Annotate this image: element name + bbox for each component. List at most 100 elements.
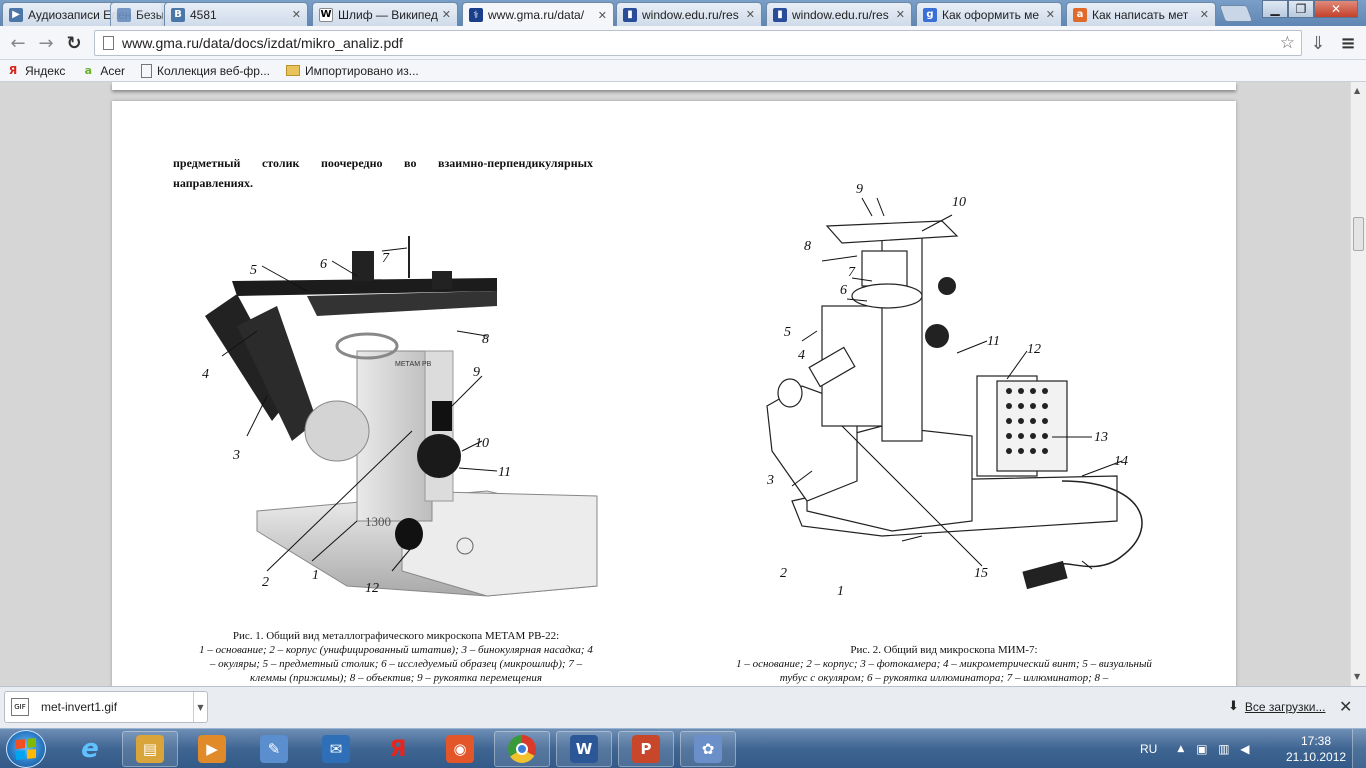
- fig1-label: 8: [482, 332, 489, 347]
- tab-answer[interactable]: a Как написать мет ✕: [1066, 2, 1216, 26]
- fig1-label: 3: [232, 448, 240, 463]
- tab-title: Шлиф — Википед: [338, 7, 438, 22]
- paint-tool-icon: ✎: [260, 735, 288, 763]
- intro-paragraph: предметный столик поочередно во взаимно-…: [173, 156, 593, 190]
- taskbar-paint-tool[interactable]: ✎: [246, 731, 302, 767]
- taskbar-media-player[interactable]: ▶: [184, 731, 240, 767]
- close-window-button[interactable]: ✕: [1314, 0, 1358, 18]
- vk-icon: ▶: [9, 7, 23, 22]
- taskbar-yandex[interactable]: Я: [370, 731, 426, 767]
- taskbar-chrome[interactable]: [494, 731, 550, 767]
- yandex-icon: Я: [8, 64, 18, 77]
- restore-button[interactable]: ❐: [1288, 0, 1314, 18]
- minimize-button[interactable]: ▁: [1262, 0, 1288, 18]
- fig1-label: 2: [262, 575, 269, 590]
- scrollbar-thumb[interactable]: [1353, 217, 1364, 251]
- answer-icon: a: [1073, 7, 1087, 22]
- bookmark-acer[interactable]: a Acer: [81, 64, 125, 78]
- tab-paint[interactable]: Безымянный - Paint: [110, 2, 170, 26]
- fig2-label: 8: [804, 239, 811, 254]
- start-button[interactable]: [6, 730, 46, 768]
- new-tab-button[interactable]: [1218, 5, 1254, 22]
- taskbar-ie[interactable]: e: [62, 731, 118, 767]
- taskbar-paint[interactable]: ✿: [680, 731, 736, 767]
- all-downloads-label: Все загрузки...: [1244, 699, 1326, 714]
- tab-title: Безымянный - Paint: [136, 7, 163, 22]
- close-icon[interactable]: ✕: [1339, 697, 1353, 716]
- system-tray: RU ▲ ▣ ▥ ◀: [1140, 729, 1262, 768]
- volume-icon[interactable]: ◀: [1240, 742, 1250, 756]
- close-icon[interactable]: ✕: [1199, 8, 1209, 21]
- tab-title: www.gma.ru/data/: [488, 8, 585, 22]
- back-arrow-icon[interactable]: ←: [10, 32, 26, 54]
- close-icon[interactable]: ✕: [597, 8, 607, 22]
- taskbar-camera-app[interactable]: ◉: [432, 731, 488, 767]
- scroll-down-icon[interactable]: ▼: [1354, 672, 1361, 681]
- ie-icon: e: [81, 734, 99, 764]
- figure-1-stamp: 1300: [365, 514, 391, 529]
- bookmark-label: Яндекс: [25, 63, 66, 78]
- tab-title: 4581: [190, 7, 217, 22]
- download-item[interactable]: GIF met-invert1.gif ▼: [4, 691, 208, 723]
- tab-gma-pdf[interactable]: ⚕ www.gma.ru/data/ ✕: [462, 2, 614, 27]
- taskbar-powerpoint[interactable]: P: [618, 731, 674, 767]
- tab-vk-4581[interactable]: B 4581 ✕: [164, 2, 308, 26]
- word-icon: W: [570, 735, 598, 763]
- figure-2-microscope-mim7: 9 10 8 7 6 5 4 11 12 13 14 3 2 1 15: [766, 182, 1143, 599]
- pdf-viewer[interactable]: предметный столик поочередно во взаимно-…: [0, 82, 1350, 686]
- show-desktop-button[interactable]: [1352, 729, 1366, 768]
- bookmark-yandex[interactable]: Я Яндекс: [6, 63, 66, 78]
- bookmark-web-collection[interactable]: Коллекция веб-фр...: [141, 63, 270, 78]
- show-hidden-icons-icon[interactable]: ▲: [1177, 744, 1185, 754]
- bookmark-label: Коллекция веб-фр...: [157, 63, 270, 78]
- download-bar: GIF met-invert1.gif ▼ ⬇ Все загрузки... …: [0, 686, 1366, 728]
- chrome-icon: [508, 735, 536, 763]
- browser-toolbar: ← → ↻ www.gma.ru/data/docs/izdat/mikro_a…: [0, 26, 1366, 60]
- close-icon[interactable]: ✕: [895, 8, 905, 21]
- star-icon[interactable]: ☆: [1279, 33, 1295, 53]
- tab-google[interactable]: g Как оформить ме ✕: [916, 2, 1062, 26]
- download-arrow-icon[interactable]: ⇓: [1310, 32, 1326, 54]
- clock-date: 21.10.2012: [1286, 750, 1347, 764]
- tab-edu-1[interactable]: ▮ window.edu.ru/res ✕: [616, 2, 762, 26]
- wrench-menu-icon[interactable]: ≡: [1340, 32, 1356, 54]
- gif-file-icon: GIF: [11, 698, 29, 716]
- fig2-label: 2: [780, 566, 787, 581]
- close-icon[interactable]: ✕: [1045, 8, 1055, 21]
- camera-app-icon: ◉: [446, 735, 474, 763]
- reload-icon[interactable]: ↻: [66, 32, 82, 54]
- paint-icon: [117, 7, 131, 22]
- close-icon[interactable]: ✕: [441, 8, 451, 21]
- close-icon[interactable]: ✕: [745, 8, 755, 21]
- edu-book-icon: ▮: [773, 7, 787, 22]
- taskbar-word[interactable]: W: [556, 731, 612, 767]
- forward-arrow-icon[interactable]: →: [38, 32, 54, 54]
- language-indicator[interactable]: RU: [1140, 742, 1158, 756]
- chevron-down-icon[interactable]: ▼: [193, 692, 207, 722]
- vertical-scrollbar[interactable]: ▲ ▼: [1350, 82, 1366, 686]
- figure-1-caption: Рис. 1. Общий вид металлографического ми…: [196, 629, 596, 685]
- bookmark-imported-folder[interactable]: Импортировано из...: [285, 64, 419, 78]
- tab-title: window.edu.ru/res: [792, 7, 889, 22]
- powerpoint-icon: P: [632, 735, 660, 763]
- figure-2-caption: Рис. 2. Общий вид микроскопа МИМ-7: 1 – …: [734, 643, 1154, 685]
- fig1-label: 9: [473, 365, 480, 380]
- figure-2-caption-body: 1 – основание; 2 – корпус; 3 – фотокамер…: [736, 658, 1152, 684]
- taskbar-explorer[interactable]: ▤: [122, 731, 178, 767]
- tab-title: Как написать мет: [1092, 7, 1189, 22]
- tab-edu-2[interactable]: ▮ window.edu.ru/res ✕: [766, 2, 912, 26]
- tray-app-icon[interactable]: ▣: [1196, 742, 1208, 756]
- tab-wikipedia[interactable]: W Шлиф — Википед ✕: [312, 2, 458, 26]
- all-downloads-link[interactable]: ⬇ Все загрузки...: [1228, 699, 1325, 714]
- clock[interactable]: 17:38 21.10.2012: [1286, 733, 1346, 765]
- close-icon[interactable]: ✕: [291, 8, 301, 21]
- tab-title: Аудиозаписи Елен: [28, 7, 132, 22]
- fig2-label: 6: [840, 283, 847, 298]
- gma-icon: ⚕: [469, 8, 483, 22]
- tab-title: window.edu.ru/res: [642, 7, 739, 22]
- folder-icon: [285, 65, 300, 76]
- taskbar-mail[interactable]: ✉: [308, 731, 364, 767]
- scroll-up-icon[interactable]: ▲: [1354, 86, 1361, 95]
- network-icon[interactable]: ▥: [1218, 742, 1230, 756]
- address-bar[interactable]: www.gma.ru/data/docs/izdat/mikro_analiz.…: [94, 30, 1302, 56]
